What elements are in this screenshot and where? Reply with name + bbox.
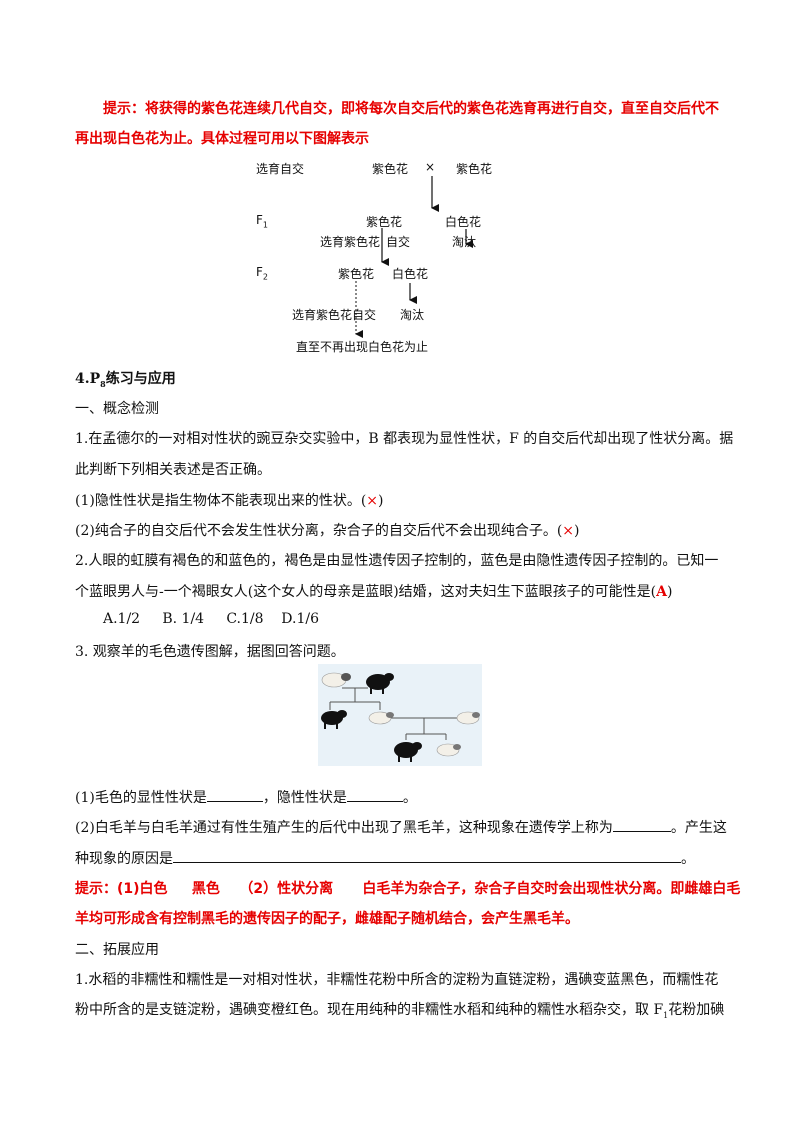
sheep-black-grandchild xyxy=(394,742,422,762)
f2-purple: 紫色花 xyxy=(338,267,375,281)
q4-line-2: 粉中所含的是支链淀粉，遇碘变橙红色。现在用纯种的非糯性水稻和纯种的糯性水稻杂交，… xyxy=(75,1002,725,1020)
blank-reason[interactable] xyxy=(173,848,681,863)
parent-a: 紫色花 xyxy=(372,162,409,176)
f1-self: 自交 xyxy=(386,235,411,249)
blank-term[interactable] xyxy=(612,817,671,832)
f2-white: 白色花 xyxy=(392,267,429,281)
q3-line-1: 3. 观察羊的毛色遗传图解，据图回答问题。 xyxy=(75,644,345,660)
f1-select: 选育紫色花 xyxy=(320,235,381,249)
q2-line-1: 2.人眼的虹膜有褐色的和蓝色的，褐色是由显性遗传因子控制的，蓝色是由隐性遗传因子… xyxy=(75,553,719,569)
hint-2-line-2: 羊均可形成含有控制黑毛的遗传因子的配子，雌雄配子随机结合，会产生黑毛羊。 xyxy=(75,911,579,927)
q1-s2-answer: × xyxy=(562,523,575,539)
q2-line-2: 个蓝眼男人与-一个褐眼女人(这个女人的母亲是蓝眼)结婚，这对夫妇生下蓝眼孩子的可… xyxy=(75,584,673,600)
parent-b: 紫色花 xyxy=(456,162,493,176)
q3-subq-1: (1)毛色的显性性状是，隐性性状是。 xyxy=(75,787,417,807)
part-1-title: 一、概念检测 xyxy=(75,401,159,417)
q3-subq-2: (2)白毛羊与白毛羊通过有性生殖产生的后代中出现了黑毛羊，这种现象在遗传学上称为… xyxy=(75,817,727,837)
sheep-white-mate xyxy=(456,711,480,725)
section-4-title: 4.P8练习与应用 xyxy=(75,371,176,389)
f2-discard: 淘汰 xyxy=(400,308,425,322)
part-2-title: 二、拓展应用 xyxy=(75,942,159,958)
blank-recessive[interactable] xyxy=(346,787,403,802)
f1-purple: 紫色花 xyxy=(366,215,403,229)
q1-line-2: 此判断下列相关表述是否正确。 xyxy=(75,462,271,478)
sheep-white-parent xyxy=(321,672,351,688)
f1-label: F1 xyxy=(256,213,268,230)
blank-dominant[interactable] xyxy=(206,787,263,802)
sheep-pedigree-image xyxy=(318,664,482,766)
diagram-arrows xyxy=(355,176,473,338)
f2-select: 选育紫色花自交 xyxy=(292,308,377,322)
sheep-pedigree-drawing xyxy=(321,672,480,762)
cross-symbol: × xyxy=(425,160,436,174)
hint-line-2: 再出现白色花为止。具体过程可用以下图解表示 xyxy=(75,131,369,147)
q1-statement-1: (1)隐性性状是指生物体不能表现出来的性状。(×) xyxy=(75,493,384,509)
hint-line-1: 提示：将获得的紫色花连续几代自交，即将每次自交后代的紫色花选育再进行自交，直至自… xyxy=(103,101,719,117)
hint-2-line-1: 提示：(1)白色 黑色 （2）性状分离 白毛羊为杂合子，杂合子自交时会出现性状分… xyxy=(75,881,741,897)
sheep-white-offspring xyxy=(368,711,394,725)
selfing-label: 选育自交 xyxy=(256,162,305,176)
f1-white: 白色花 xyxy=(445,215,482,229)
q3-subq-2-cont: 种现象的原因是。 xyxy=(75,848,695,868)
q4-line-1: 1.水稻的非糯性和糯性是一对相对性状，非糯性花粉中所含的淀粉为直链淀粉，遇碘变蓝… xyxy=(75,972,719,988)
sheep-black-parent xyxy=(366,673,394,694)
q1-s1-answer: × xyxy=(366,493,379,509)
q1-statement-2: (2)纯合子的自交后代不会发生性状分离，杂合子的自交后代不会出现纯合子。(×) xyxy=(75,523,580,539)
q2-answer: A xyxy=(656,584,667,600)
q2-options: A.1/2 B. 1/4 C.1/8 D.1/6 xyxy=(103,611,320,627)
q1-line-1: 1.在孟德尔的一对相对性状的豌豆杂交实验中，B 都表现为显性性状，F 的自交后代… xyxy=(75,431,734,447)
final-note: 直至不再出现白色花为止 xyxy=(296,340,429,354)
sheep-black-offspring xyxy=(321,710,347,729)
sheep-white-grandchild xyxy=(436,743,461,757)
f2-label: F2 xyxy=(256,265,268,282)
